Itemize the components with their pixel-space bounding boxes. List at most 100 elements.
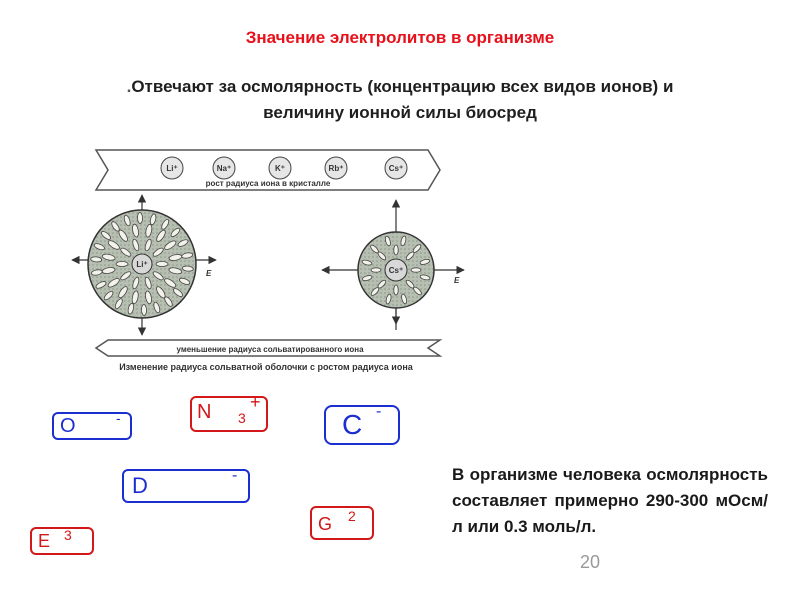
solvent-molecule <box>132 223 139 238</box>
ion-box-c: C - <box>324 403 400 445</box>
top-ion-row: Li⁺ Na⁺ K⁺ Rb⁺ Cs⁺ <box>160 156 408 180</box>
solvent-molecule <box>152 247 164 257</box>
solvent-molecule <box>95 281 107 289</box>
solvent-molecule <box>393 244 399 256</box>
ion-symbol: E <box>38 531 51 551</box>
solvent-molecule <box>153 301 161 314</box>
solvent-molecule <box>181 265 194 272</box>
solvent-molecule <box>152 271 164 281</box>
solvent-molecule <box>400 235 407 247</box>
ion-label: Li⁺ <box>166 164 177 173</box>
solvent-molecule <box>370 287 380 296</box>
ion-charge: + <box>250 392 261 412</box>
solvent-molecule <box>370 267 382 273</box>
solvent-molecule <box>181 252 194 259</box>
figure-caption: Изменение радиуса сольватной оболочки с … <box>119 362 414 372</box>
solvent-molecule <box>120 271 132 281</box>
solvent-molecule <box>177 239 189 247</box>
solvent-molecule <box>120 247 132 257</box>
solvent-molecule <box>155 261 169 267</box>
ion-subscript: 3 <box>238 410 246 426</box>
ion-symbol: C <box>342 409 363 440</box>
ion-circle-na: Na⁺ <box>212 156 236 180</box>
ion-circle-cs: Cs⁺ <box>384 156 408 180</box>
solvent-molecule <box>101 231 111 240</box>
left-solvated-ion: Li⁺ E <box>71 194 217 336</box>
left-axis-label: E <box>206 269 212 278</box>
top-chevron-arrow <box>94 149 441 191</box>
solvent-molecule <box>156 229 166 242</box>
solvent-molecule <box>141 304 147 316</box>
solvent-molecule <box>114 298 123 310</box>
solvent-molecule <box>419 274 431 281</box>
solvent-molecule <box>131 290 139 305</box>
solvent-molecule <box>401 293 408 305</box>
subtitle-line-1: Отвечают за осмолярность (концентрацию в… <box>131 77 674 96</box>
ion-circle-k: K⁺ <box>268 156 292 180</box>
solvent-molecule <box>170 227 181 237</box>
ion-label: Cs⁺ <box>389 164 403 173</box>
solvent-molecule <box>168 267 183 275</box>
bottom-chevron-arrow <box>94 339 443 357</box>
solvent-molecule <box>164 240 177 250</box>
solvent-molecule <box>161 218 170 230</box>
ion-circle-li: Li⁺ <box>160 156 184 180</box>
solvent-molecule <box>145 223 153 238</box>
solvent-molecule <box>101 253 116 261</box>
solvent-molecule <box>384 235 391 247</box>
ion-label: K⁺ <box>275 164 285 173</box>
solvent-molecule <box>144 276 152 290</box>
ion-symbol: N <box>197 401 212 423</box>
right-ion-label: Cs⁺ <box>389 266 403 275</box>
solvent-molecule <box>132 276 140 290</box>
solvent-molecule <box>103 291 114 301</box>
solvent-molecule <box>90 269 103 276</box>
ion-box-o: O - <box>52 410 132 440</box>
slide-title: Значение электролитов в организме <box>245 28 555 47</box>
solvent-molecule <box>137 212 143 224</box>
ion-circle-rb: Rb⁺ <box>324 156 348 180</box>
slide-subtitle: .Отвечают за осмолярность (концентрацию … <box>30 74 770 126</box>
solvent-molecule <box>144 238 152 252</box>
solvent-molecule <box>107 240 120 250</box>
solvent-molecule <box>410 267 422 273</box>
ion-subscript: 3 <box>64 527 72 543</box>
ion-box-d: D - <box>122 467 250 503</box>
solvent-molecule <box>123 214 131 227</box>
solvent-molecule <box>127 302 135 315</box>
right-solvated-ion: Cs⁺ E <box>321 199 465 330</box>
solvent-molecule <box>361 259 373 266</box>
subtitle-bullet: . <box>126 77 132 96</box>
solvent-molecule <box>132 238 140 252</box>
solvent-molecule <box>412 244 422 253</box>
solvent-molecule <box>93 243 105 251</box>
solvent-molecule <box>385 293 392 305</box>
ion-charge: - <box>376 403 382 420</box>
ion-symbol: D <box>132 473 148 498</box>
solvent-molecule <box>164 296 173 307</box>
ion-box-g: G 2 <box>310 506 374 540</box>
solvent-molecule <box>118 286 128 299</box>
solvent-molecule <box>164 278 177 288</box>
ion-box-e: E 3 <box>30 527 94 555</box>
solvent-molecule <box>115 261 129 267</box>
solvent-molecule <box>107 278 120 288</box>
ion-box-n: N 3 + <box>190 392 268 432</box>
solvent-molecule <box>149 213 157 226</box>
solvent-molecule <box>361 275 373 282</box>
solvent-molecule <box>90 256 103 263</box>
bottom-arrow-label: уменьшение радиуса сольватированного ион… <box>176 345 364 354</box>
solvent-molecule <box>145 290 152 305</box>
ion-subscript: 2 <box>348 508 356 524</box>
right-axis-label: E <box>454 276 460 285</box>
ion-charge: - <box>232 467 238 484</box>
solvent-molecule <box>413 286 422 296</box>
solvent-molecule <box>370 244 379 254</box>
solvent-molecule <box>393 284 399 296</box>
solvent-molecule <box>111 221 120 232</box>
ion-charge: - <box>116 410 121 426</box>
ion-symbol: G <box>318 514 333 534</box>
ion-symbol: O <box>60 415 76 437</box>
solvent-molecule <box>173 288 183 297</box>
